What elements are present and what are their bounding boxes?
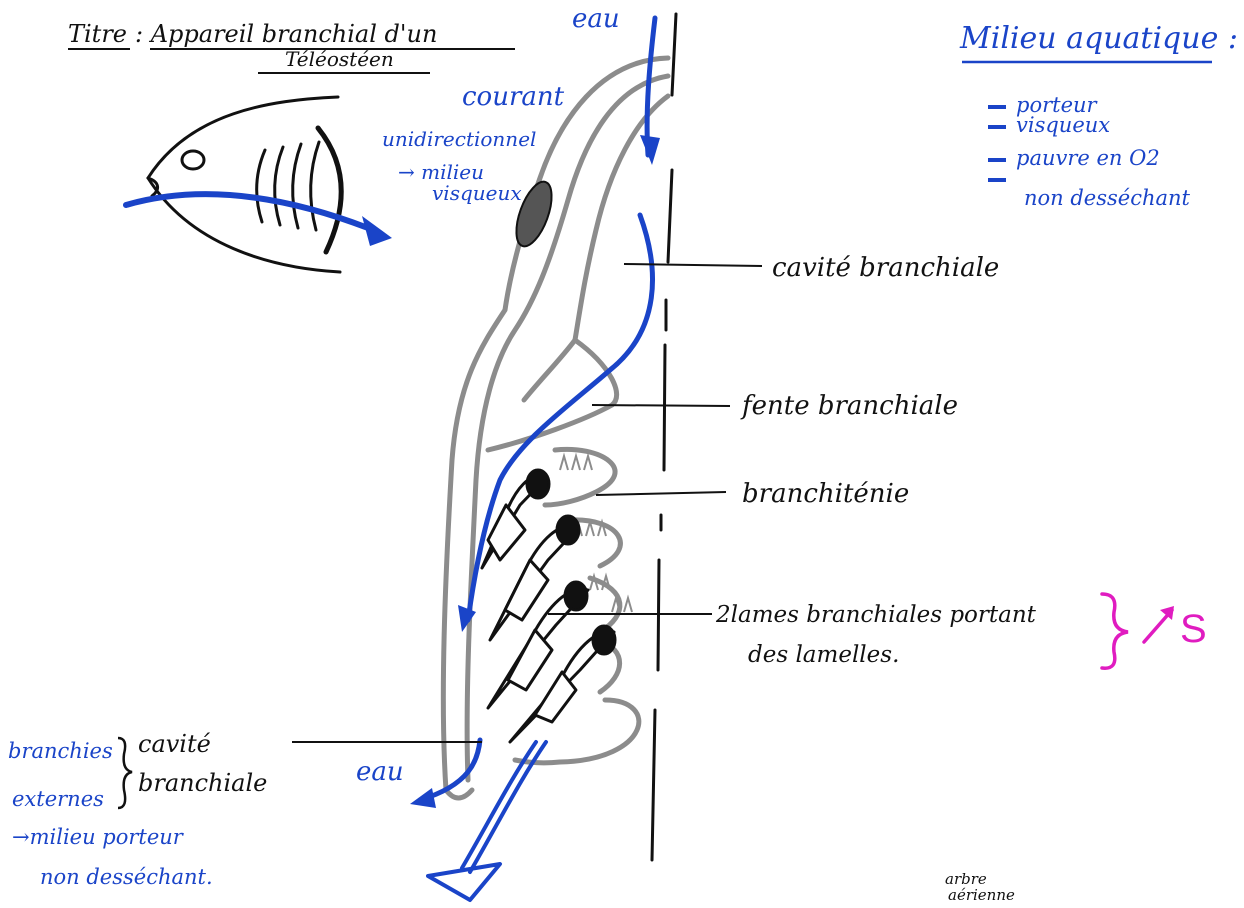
eau-top-label: eau bbox=[572, 4, 620, 34]
list-item: visqueux bbox=[1016, 113, 1110, 137]
milieu-visqueux-line2: visqueux bbox=[432, 181, 522, 205]
list-item: non desséchant bbox=[1024, 186, 1191, 210]
title-label: Titre bbox=[68, 20, 127, 48]
surface-brace bbox=[1102, 594, 1128, 668]
list-item: pauvre en O2 bbox=[1016, 146, 1160, 170]
milieu-list: porteur visqueux pauvre en O2 non desséc… bbox=[988, 93, 1191, 210]
courant-label: courant bbox=[462, 82, 565, 112]
label-cavite-left-line1: cavité bbox=[138, 730, 211, 758]
left-brace bbox=[118, 738, 132, 808]
corner-note-line2: aérienne bbox=[948, 886, 1015, 904]
milieu-heading: Milieu aquatique : bbox=[959, 21, 1238, 56]
note-externes: externes bbox=[12, 787, 104, 811]
gill-lamellae bbox=[482, 470, 615, 742]
label-cavite-left-line2: branchiale bbox=[138, 769, 267, 797]
label-lames-line1: 2lames branchiales portant bbox=[715, 602, 1037, 628]
eau-bottom-label: eau bbox=[356, 757, 404, 787]
note-milieu-porteur: →milieu porteur bbox=[12, 825, 185, 849]
unidirectionnel-label: unidirectionnel bbox=[382, 127, 536, 151]
label-branchictenie: branchiténie bbox=[742, 479, 909, 509]
arrow-head-bottom-open bbox=[428, 864, 500, 900]
note-branchies: branchies bbox=[8, 739, 113, 763]
label-fente-branchiale: fente branchiale bbox=[740, 391, 958, 421]
label-cavite-branchiale-top: cavité branchiale bbox=[772, 253, 999, 283]
arrow-head-down-top bbox=[640, 135, 660, 165]
label-surface: S bbox=[1180, 607, 1207, 651]
note-non-dessechant: non desséchant. bbox=[40, 865, 213, 889]
label-lames-line2: des lamelles. bbox=[748, 642, 899, 668]
title-text-line2: Téléostéen bbox=[285, 47, 394, 71]
arrow-head-eau-bottom bbox=[410, 788, 436, 808]
title-text-line1: : Appareil branchial d'un bbox=[135, 20, 437, 48]
fish-sketch bbox=[148, 97, 341, 272]
